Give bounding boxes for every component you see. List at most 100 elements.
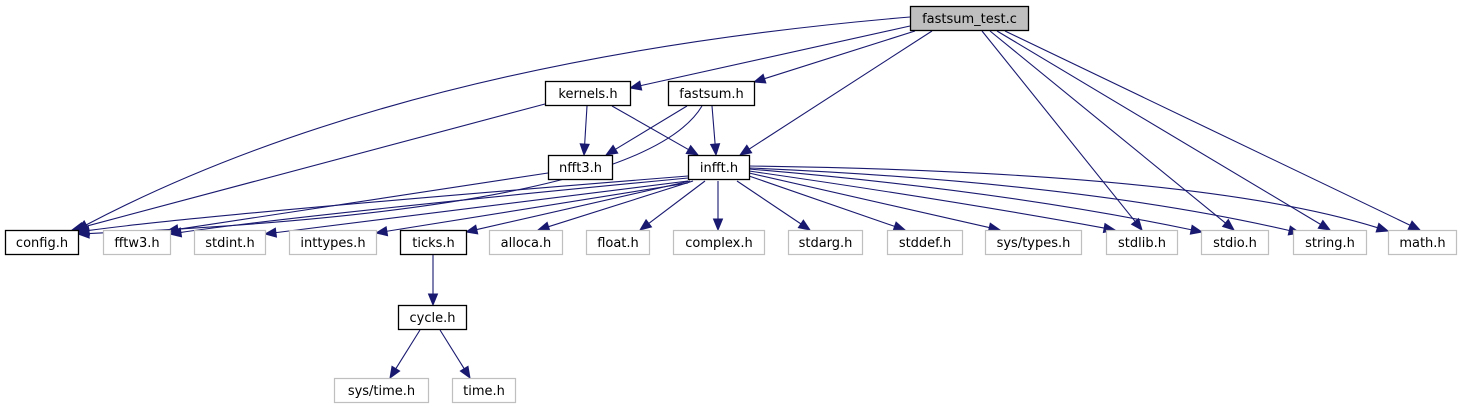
- edge-line: [640, 25, 911, 87]
- edge-fastsum_test-to-fastsum: [752, 30, 916, 84]
- nodes-layer: fastsum_test.c kernels.h fastsum.h nfft3.h i…: [4, 5, 1458, 404]
- arrowhead-icon: [1317, 219, 1332, 231]
- node-nfft3[interactable]: nfft3.h: [547, 154, 614, 181]
- node-label: infft.h: [700, 161, 738, 176]
- edge-fastsum_test-to-stdio: [989, 30, 1236, 231]
- node-label: time.h: [463, 384, 505, 399]
- edge-line: [180, 177, 689, 233]
- edge-infft-to-ticks: [464, 180, 691, 235]
- arrowhead-icon: [389, 365, 401, 380]
- node-kernels[interactable]: kernels.h: [544, 80, 632, 107]
- node-box: [333, 377, 430, 404]
- arrowhead-icon: [263, 227, 278, 238]
- arrowhead-icon: [738, 144, 753, 156]
- node-label: fastsum_test.c: [922, 12, 1017, 27]
- node-box: [451, 377, 517, 404]
- node-label: cycle.h: [410, 311, 456, 326]
- node-label: float.h: [597, 236, 639, 251]
- node-label: fftw3.h: [114, 236, 159, 251]
- edge-infft-to-math: [748, 165, 1390, 233]
- node-label: kernels.h: [558, 87, 617, 102]
- node-label: fastsum.h: [679, 87, 743, 102]
- node-box: [193, 229, 267, 256]
- edge-infft-to-systypes: [748, 172, 1002, 233]
- edge-fastsum_test-to-math: [1004, 30, 1422, 231]
- edge-line: [648, 180, 706, 224]
- arrowhead-icon: [1221, 218, 1236, 231]
- edge-line: [996, 30, 1321, 225]
- node-infft[interactable]: infft.h: [687, 154, 751, 181]
- edge-line: [748, 165, 1378, 229]
- edge-line: [395, 329, 421, 369]
- node-box: [4, 229, 80, 256]
- arrowhead-icon: [464, 224, 479, 235]
- node-label: stdio.h: [1213, 236, 1257, 251]
- node-box: [102, 229, 172, 256]
- node-label: alloca.h: [501, 236, 552, 251]
- arrowhead-icon: [712, 218, 724, 232]
- arrowhead-icon: [892, 221, 907, 232]
- node-config[interactable]: config.h: [4, 229, 80, 256]
- node-label: ticks.h: [412, 236, 455, 251]
- edge-line: [748, 175, 895, 227]
- node-float: float.h: [585, 229, 651, 256]
- edge-infft-to-float: [638, 180, 706, 231]
- arrowhead-icon: [1189, 224, 1204, 235]
- edge-line: [748, 168, 1192, 231]
- node-fastsum_test[interactable]: fastsum_test.c: [909, 5, 1030, 32]
- edge-line: [748, 30, 933, 150]
- arrowhead-icon: [685, 144, 700, 156]
- node-fastsum[interactable]: fastsum.h: [667, 80, 756, 107]
- node-string: string.h: [1292, 229, 1368, 256]
- arrowhead-icon: [168, 227, 183, 238]
- edge-ticks-to-cycle: [427, 255, 439, 307]
- node-fftw3: fftw3.h: [102, 229, 172, 256]
- node-time: time.h: [451, 377, 517, 404]
- node-inttypes: inttypes.h: [288, 229, 378, 256]
- arrowhead-icon: [709, 143, 721, 157]
- node-label: sys/types.h: [997, 236, 1071, 251]
- edge-line: [88, 175, 689, 232]
- edge-fastsum_test-to-config: [75, 16, 911, 231]
- node-box: [687, 154, 751, 181]
- edge-line: [82, 103, 546, 228]
- node-cycle[interactable]: cycle.h: [397, 304, 468, 331]
- edge-line: [748, 172, 990, 229]
- arrowhead-icon: [459, 365, 471, 380]
- node-label: stdarg.h: [799, 236, 853, 251]
- edge-fastsum_test-to-kernels: [628, 25, 911, 91]
- node-complex: complex.h: [672, 229, 766, 256]
- node-box: [1105, 229, 1179, 256]
- node-box: [667, 80, 756, 107]
- node-box: [672, 229, 766, 256]
- edge-line: [177, 172, 549, 230]
- arrowhead-icon: [638, 218, 653, 231]
- edge-fastsum-to-nfft3: [604, 105, 688, 156]
- edge-infft-to-fftw3: [168, 177, 689, 238]
- node-stdint: stdint.h: [193, 229, 267, 256]
- edge-infft-to-string: [748, 167, 1302, 236]
- edge-line: [1004, 30, 1411, 226]
- node-stddef: stddef.h: [886, 229, 964, 256]
- node-ticks[interactable]: ticks.h: [399, 229, 468, 256]
- edges-layer: [70, 16, 1422, 380]
- node-box: [288, 229, 378, 256]
- edge-cycle-to-systime: [389, 329, 421, 380]
- node-box: [984, 229, 1083, 256]
- edge-line: [386, 182, 689, 232]
- node-math: math.h: [1387, 229, 1458, 256]
- node-label: stdint.h: [205, 236, 254, 251]
- node-box: [1292, 229, 1368, 256]
- node-box: [488, 229, 564, 256]
- edge-line: [748, 170, 1105, 229]
- node-label: config.h: [16, 236, 68, 251]
- edge-line: [711, 105, 716, 145]
- node-label: sys/time.h: [348, 384, 415, 399]
- node-box: [1200, 229, 1270, 256]
- arrowhead-icon: [427, 293, 439, 307]
- edge-line: [748, 167, 1290, 232]
- edge-line: [86, 16, 911, 226]
- arrowhead-icon: [76, 225, 91, 236]
- edge-fastsum_test-to-string: [996, 30, 1332, 231]
